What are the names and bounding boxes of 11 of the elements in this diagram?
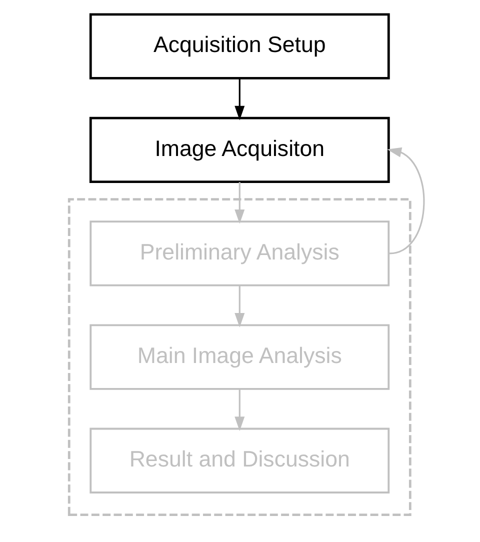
arrow [234,182,244,224]
node-box: Preliminary Analysis [89,220,390,286]
cluster [67,198,411,516]
arrow [386,147,424,254]
node-box: Acquisition Setup [88,13,390,80]
node-box: Result and Discussion [89,428,390,494]
arrow [234,78,244,120]
node-box: Image Acquisiton [88,116,390,183]
arrow [234,389,244,431]
arrow [234,286,244,328]
node-box: Main Image Analysis [89,324,390,390]
